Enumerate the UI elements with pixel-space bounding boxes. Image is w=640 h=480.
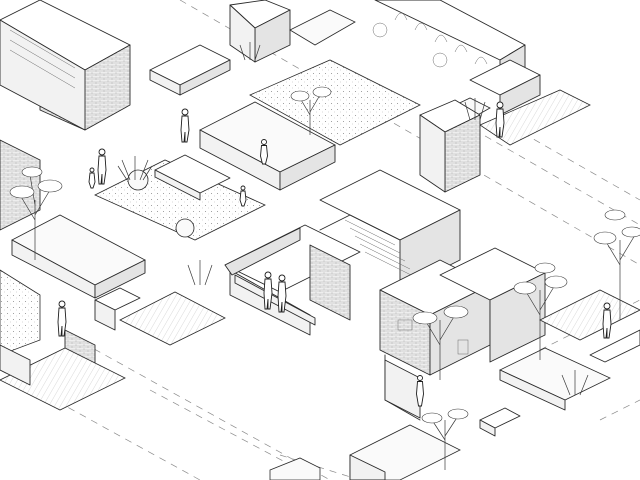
deck-lower-left [0,287,226,411]
bench-top [149,44,231,96]
canopy-top [229,0,526,86]
person-figure [260,139,268,165]
person-figure [416,375,424,407]
trees [9,42,640,470]
tree [412,305,469,380]
person-figure [495,101,505,138]
person-figure [97,148,107,185]
building-right [419,99,481,193]
person-figure [88,167,96,189]
garden-bed-center [199,59,421,191]
tree [593,209,640,320]
person-figure [180,108,190,143]
tree [9,166,63,260]
building-top-left [0,0,131,231]
shrub [117,42,589,396]
gravel-plaza [94,154,266,241]
tree [513,262,568,360]
planters-lower-right [269,289,640,480]
tree [290,86,332,135]
central-building [224,169,546,421]
person-figure [602,302,612,339]
person-figure [263,271,273,310]
tree [421,408,469,470]
bike-racks [372,12,488,68]
person-figure [239,185,247,207]
person-figure [57,300,67,337]
garden-bed-left [0,214,146,356]
people [57,101,612,407]
person-figure [277,274,287,313]
